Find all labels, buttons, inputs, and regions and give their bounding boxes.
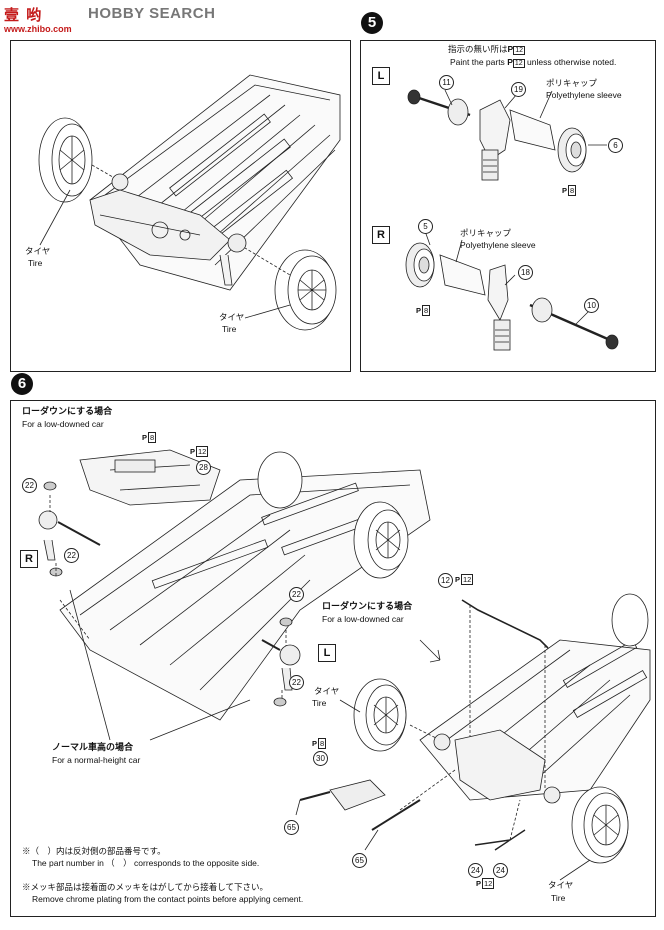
sleeve-label-en-bottom: Polyethylene sleeve (460, 240, 536, 250)
normal-height-label-en: For a normal-height car (52, 755, 141, 765)
part-number-24-a: 24 (468, 863, 483, 878)
lowdown-label-jp-1: ローダウンにする場合 (22, 406, 113, 416)
part-number-22-c: 22 (289, 587, 304, 602)
right-side-box-p6: R (20, 550, 38, 568)
left-side-box: L (372, 67, 390, 85)
sleeve-label-en-top: Polyethylene sleeve (546, 90, 622, 100)
part-number-10: 10 (584, 298, 599, 313)
part-number-22-a: 22 (22, 478, 37, 493)
footnote-1-en: The part number in （ ） corresponds to th… (32, 858, 260, 868)
tire-label-en-p6-b: Tire (551, 893, 566, 903)
part-number-65-a: 65 (284, 820, 299, 835)
part-number-11: 11 (439, 75, 454, 90)
step-number-6: 6 (11, 373, 33, 395)
tire-label-en-p4-a: Tire (28, 258, 43, 268)
watermark-logo: 壹 哟 (4, 6, 43, 24)
part-number-12: 12 (438, 573, 453, 588)
part-number-5: 5 (418, 219, 433, 234)
panel-step-4 (10, 40, 351, 372)
lowdown-label-en-1: For a low-downed car (22, 419, 104, 429)
sleeve-label-jp-bottom: ポリキャップ (460, 228, 512, 238)
part-number-18: 18 (518, 265, 533, 280)
tire-label-jp-p4-b: タイヤ (219, 312, 245, 322)
tire-label-jp-p4-a: タイヤ (25, 246, 51, 256)
part-number-65-b: 65 (352, 853, 367, 868)
part-number-30: 30 (313, 751, 328, 766)
part-number-19: 19 (511, 82, 526, 97)
footnote-2-en: Remove chrome plating from the contact p… (32, 894, 304, 904)
lowdown-label-en-2: For a low-downed car (322, 614, 404, 624)
watermark-url: www.zhibo.com (4, 24, 72, 34)
part-number-22-b: 22 (64, 548, 79, 563)
step-number-5: 5 (361, 12, 383, 34)
watermark-text: HOBBY SEARCH (88, 5, 216, 22)
part-number-6: 6 (608, 138, 623, 153)
part-number-28: 28 (196, 460, 211, 475)
tire-label-en-p4-b: Tire (222, 324, 237, 334)
right-side-box: R (372, 226, 390, 244)
tire-label-jp-p6-b: タイヤ (548, 880, 574, 890)
lowdown-label-jp-2: ローダウンにする場合 (322, 601, 413, 611)
footnote-2-jp: ※メッキ部品は接着面のメッキをはがしてから接着して下さい。 (22, 882, 268, 892)
part-number-22-d: 22 (289, 675, 304, 690)
footnote-1-jp: ※（ ）内は反対側の部品番号です。 (22, 846, 166, 856)
normal-height-label-jp: ノーマル車高の場合 (52, 742, 134, 752)
part-number-24-b: 24 (493, 863, 508, 878)
tire-label-jp-p6-a: タイヤ (314, 686, 340, 696)
tire-label-en-p6-a: Tire (312, 698, 327, 708)
sleeve-label-jp-top: ポリキャップ (546, 78, 598, 88)
left-side-box-p6: L (318, 644, 336, 662)
